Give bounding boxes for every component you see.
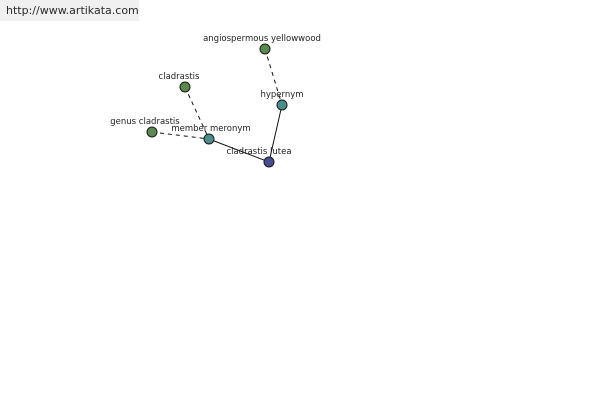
node-hypernym[interactable] — [276, 99, 288, 111]
edge-genus-cladrastis-to-member-meronym — [151, 131, 210, 140]
node-member-meronym[interactable] — [203, 133, 215, 145]
edge-angiospermous-yellowwood-to-hypernym — [264, 48, 283, 106]
node-label-angiospermous-yellowwood[interactable]: angiospermous yellowwood — [203, 34, 321, 44]
labels-layer: angiospermous yellowwood cladrastis genus … — [110, 34, 321, 157]
node-cladrastis-lutea[interactable] — [263, 156, 275, 168]
node-label-cladrastis-lutea[interactable]: cladrastis lutea — [226, 147, 291, 157]
edge-member-meronym-to-cladrastis-lutea — [208, 138, 270, 163]
node-angiospermous-yellowwood[interactable] — [259, 43, 271, 55]
node-label-cladrastis[interactable]: cladrastis — [159, 72, 200, 82]
node-label-member-meronym[interactable]: member meronym — [171, 124, 250, 134]
node-cladrastis[interactable] — [179, 81, 191, 93]
site-url-banner[interactable]: http://www.artikata.com — [0, 0, 139, 21]
edge-cladrastis-to-member-meronym — [184, 86, 210, 140]
node-genus-cladrastis[interactable] — [146, 126, 158, 138]
edge-hypernym-to-cladrastis-lutea — [268, 104, 283, 163]
node-label-genus-cladrastis[interactable]: genus cladrastis — [110, 117, 180, 127]
node-label-hypernym[interactable]: hypernym — [260, 90, 303, 100]
edges-layer — [151, 48, 283, 163]
nodes-layer — [146, 43, 288, 168]
